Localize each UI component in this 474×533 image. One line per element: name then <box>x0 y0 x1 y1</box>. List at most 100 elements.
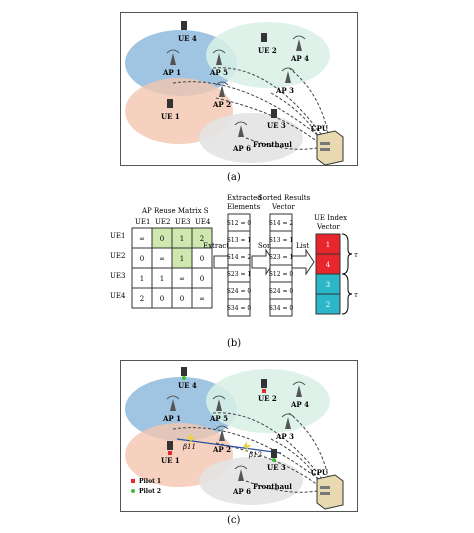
matrix-cell-value: 2 <box>200 235 204 243</box>
matrix-cell-value: ∞ <box>139 235 145 243</box>
matrix-cell-value: ∞ <box>159 255 165 263</box>
ue3-coverage-region <box>199 457 303 505</box>
matrix-cell-value: 0 <box>160 235 164 243</box>
ap-antenna-icon <box>292 381 306 397</box>
matrix-row-header: UE2 <box>110 252 125 260</box>
vector-cell-value: S34 = 0 <box>269 305 294 312</box>
panel-a-caption: (a) <box>227 172 241 183</box>
ue-label: UE 4 <box>178 381 197 390</box>
ue-phone-icon <box>271 109 277 118</box>
matrix-cell-value: 0 <box>180 295 184 303</box>
ue-index-value: 1 <box>326 241 330 249</box>
legend-pilot2-swatch <box>131 489 135 493</box>
ue-phone-icon <box>261 379 267 388</box>
ap-antenna-icon <box>281 67 295 83</box>
ue-index-cell <box>315 293 341 315</box>
ue-label: UE 4 <box>178 34 197 43</box>
ap-label: AP 3 <box>275 86 294 95</box>
panel-b-diagram: AP Reuse Matrix S UE1 UE2 UE3 UE4 UE1 UE… <box>110 194 358 317</box>
panel-a: UE 4 UE 2 UE 1 UE 3 AP 1 AP 5 AP 4 AP 2 … <box>120 12 358 166</box>
fronthaul-link <box>212 412 327 485</box>
pilot1-marker <box>168 451 172 455</box>
ap-antenna-icon <box>166 49 180 65</box>
matrix-cell-value: 0 <box>200 255 204 263</box>
ap-label: AP 4 <box>290 54 309 63</box>
matrix-cell-value: 1 <box>140 275 144 283</box>
panel-a-diagram: UE 4 UE 2 UE 1 UE 3 AP 1 AP 5 AP 4 AP 2 … <box>125 21 344 166</box>
ue-phone-icon <box>181 367 187 376</box>
ap-label: AP 2 <box>212 445 231 454</box>
panel-c: β11 β12 UE 4 UE 2 UE 1 UE 3 AP 1 AP 5 AP… <box>120 360 358 512</box>
ue2-coverage-region <box>206 22 330 88</box>
ue-phone-icon <box>261 33 267 42</box>
panel-c-diagram: β11 β12 UE 4 UE 2 UE 1 UE 3 AP 1 AP 5 AP… <box>125 367 344 510</box>
fronthaul-link <box>288 67 330 139</box>
ue-index-value: 4 <box>326 261 331 269</box>
matrix-col-header: UE2 <box>155 218 170 226</box>
fronthaul-label: Fronthaul <box>253 140 292 149</box>
cpu-server-icon <box>316 130 344 166</box>
fronthaul-label: Fronthaul <box>253 482 292 491</box>
brace <box>341 273 353 315</box>
list-arrow <box>291 248 315 276</box>
brace <box>341 233 353 275</box>
vector-cell-value: S24 = 0 <box>227 288 252 295</box>
matrix-row-header: UE3 <box>110 272 125 280</box>
fronthaul-link <box>288 412 330 482</box>
ue-label: UE 3 <box>267 463 286 472</box>
sort-label: Sort <box>258 242 273 250</box>
fronthaul-link <box>212 67 327 142</box>
vector-cell <box>227 298 251 317</box>
vector-cell-value: S14 = 2 <box>227 254 252 261</box>
ap-antenna-icon <box>212 49 226 65</box>
ap-label: AP 5 <box>209 68 228 77</box>
vector-cell-value: S12 = 0 <box>269 271 294 278</box>
pilot1-marker <box>262 389 266 393</box>
fronthaul-link <box>172 81 322 139</box>
ap-antenna-icon <box>215 81 229 97</box>
matrix-col-header: UE4 <box>195 218 211 226</box>
ap-antenna-icon <box>215 425 229 441</box>
pilot2-marker <box>182 376 186 380</box>
matrix-cell <box>191 287 213 309</box>
fronthaul-link <box>245 480 318 493</box>
ue-index-title: UE Index <box>314 214 347 222</box>
beta-label: β11 <box>182 443 196 451</box>
ue-phone-icon <box>167 99 173 108</box>
sorted-title: Sorted Results <box>258 194 311 202</box>
vector-cell-value: S12 = 0 <box>227 220 252 227</box>
ue-index-value: 3 <box>326 281 330 289</box>
matrix-col-header: UE1 <box>135 218 150 226</box>
channel-link <box>176 438 282 454</box>
extracted-title: Extracted <box>227 194 262 202</box>
ap-label: AP 6 <box>232 144 251 153</box>
matrix-cell-value: 0 <box>160 295 164 303</box>
ue-phone-icon <box>167 441 173 450</box>
vector-cell-value: S23 = 1 <box>227 271 251 278</box>
ue-label: UE 3 <box>267 121 286 130</box>
ue-label: UE 2 <box>258 394 277 403</box>
matrix-cell-value: 0 <box>140 255 144 263</box>
vector-cell <box>269 298 293 317</box>
ap-antenna-icon <box>281 413 295 429</box>
vector-cell-value: S14 = 2 <box>269 220 294 227</box>
legend-pilot2-label: Pilot 2 <box>139 488 161 495</box>
lightning-icon <box>187 433 195 445</box>
fronthaul-link <box>245 137 318 150</box>
fronthaul-link <box>270 92 322 142</box>
matrix-cell-value: ∞ <box>199 295 205 303</box>
matrix-cell-value: 1 <box>180 235 184 243</box>
vector-cell-value: S13 = 1 <box>269 237 293 244</box>
cpu-server-icon <box>316 474 344 510</box>
sorted-title: Vector <box>271 203 296 211</box>
ap-antenna-icon <box>234 121 248 137</box>
ue3-coverage-region <box>199 113 303 163</box>
ue-label: UE 1 <box>161 112 180 121</box>
vector-cell-value: S23 = 1 <box>269 254 293 261</box>
cpu-label: CPU <box>311 124 328 133</box>
panel-b-caption: (b) <box>227 338 242 349</box>
ap-antenna-icon <box>234 465 248 481</box>
matrix-title: AP Reuse Matrix S <box>141 207 209 215</box>
